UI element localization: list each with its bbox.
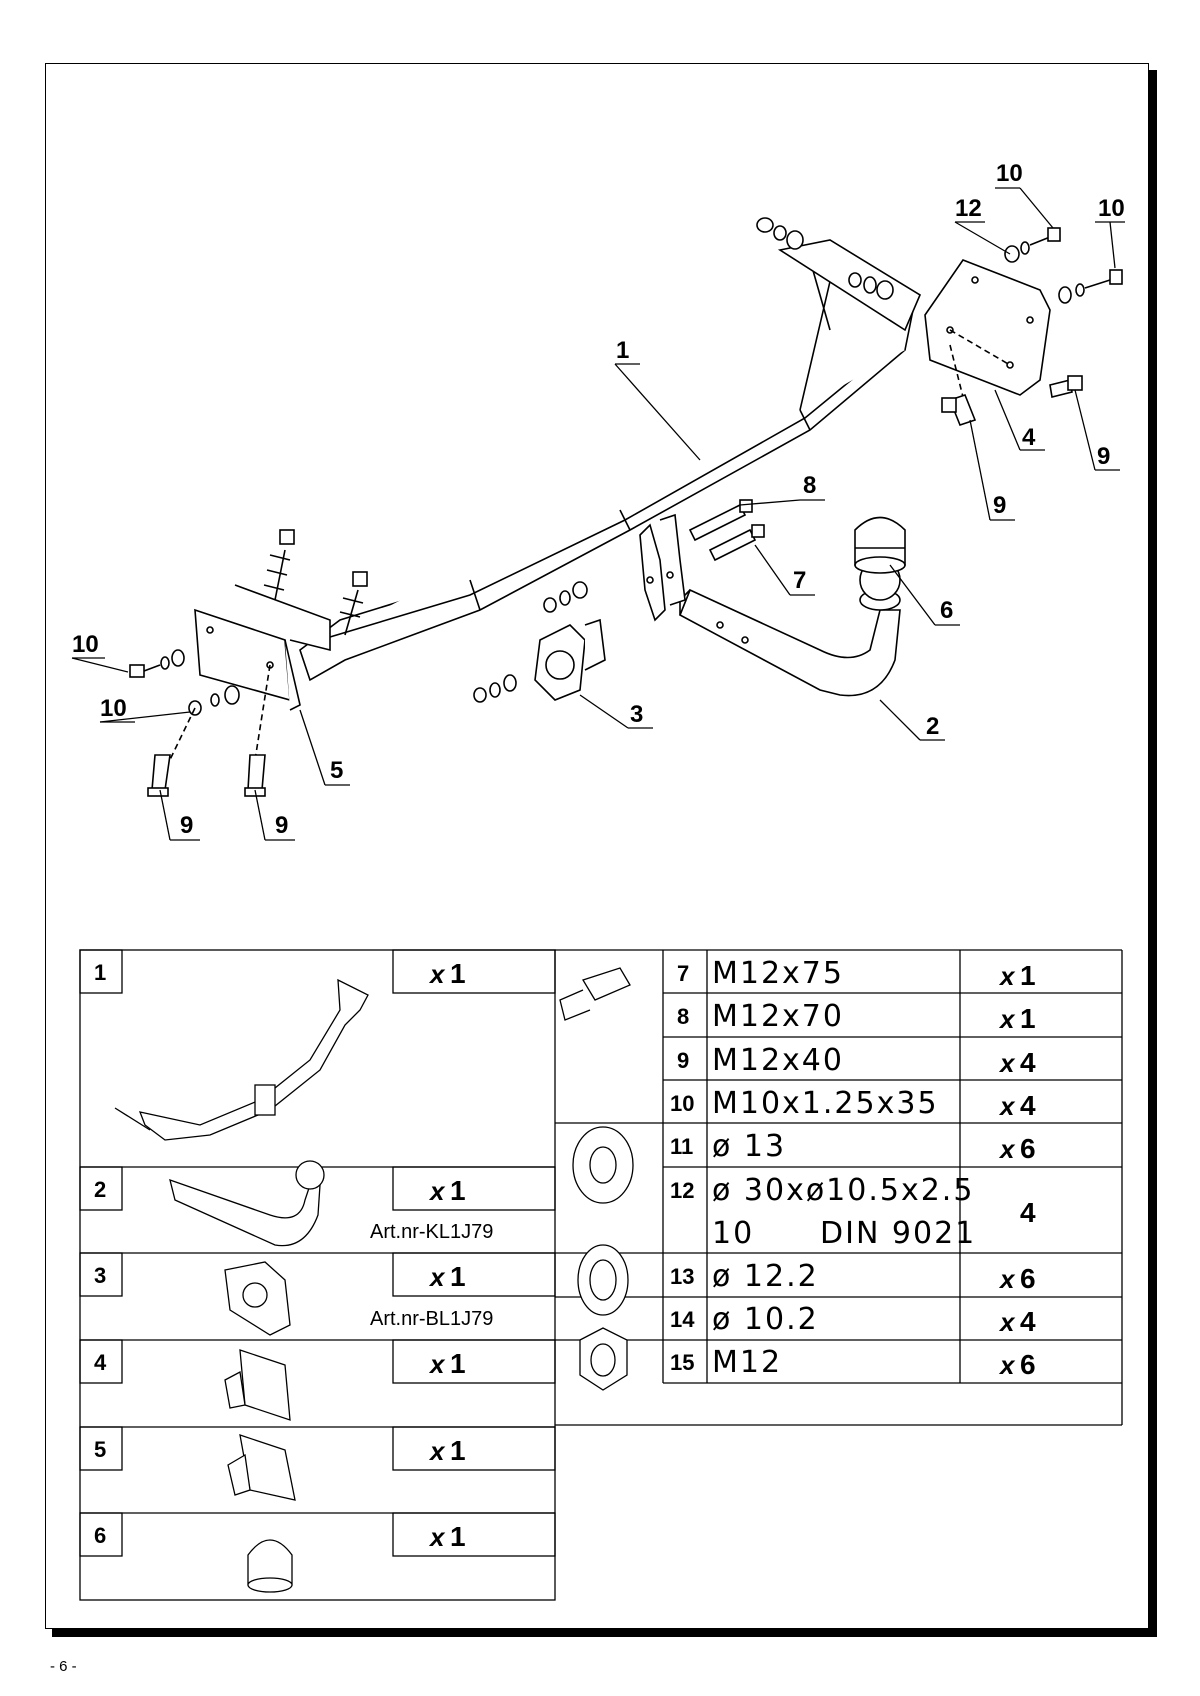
row-14-num: 14: [670, 1307, 695, 1332]
row-2-qty: 1: [450, 1175, 466, 1206]
callout-7: 7: [793, 567, 806, 594]
page-number: - 6 -: [50, 1658, 77, 1675]
row-3-qty: 1: [450, 1261, 466, 1292]
row-7-x: x: [998, 961, 1016, 991]
row-13-spec: ø 12.2: [712, 1259, 819, 1294]
callout-10-d: 10: [1098, 195, 1125, 222]
callout-5: 5: [330, 757, 343, 784]
row-15-x: x: [998, 1350, 1016, 1380]
row-7-qty: 1: [1020, 960, 1036, 991]
row-10-num: 10: [670, 1091, 694, 1116]
row-2-num: 2: [94, 1177, 106, 1202]
row-11-x: x: [998, 1134, 1016, 1164]
row-8-spec: M12x70: [712, 999, 844, 1034]
row-5-qty: 1: [450, 1435, 466, 1466]
row-13-x: x: [998, 1264, 1016, 1294]
ball-cover-part-6: [854, 516, 906, 574]
right-hardware: [473, 217, 1123, 703]
row-13-num: 13: [670, 1264, 694, 1289]
row-14-x: x: [998, 1307, 1016, 1337]
callout-9-d: 9: [275, 812, 288, 839]
row-4-num: 4: [94, 1350, 107, 1375]
row-3-x: x: [428, 1262, 446, 1292]
leader-lines: [71, 187, 1125, 841]
row-9-qty: 4: [1020, 1047, 1036, 1078]
row-15-qty: 6: [1020, 1349, 1036, 1380]
row-8-num: 8: [677, 1004, 689, 1029]
parts-table: [79, 949, 1123, 1601]
row-10-qty: 4: [1020, 1090, 1036, 1121]
callout-6: 6: [940, 597, 953, 624]
row-6-num: 6: [94, 1523, 106, 1548]
row-9-num: 9: [677, 1048, 689, 1073]
socket-plate-part-3: [534, 618, 606, 701]
row-12-num: 12: [670, 1178, 694, 1203]
callout-10-a: 10: [72, 631, 99, 658]
row-13-qty: 6: [1020, 1263, 1036, 1294]
row-5-x: x: [428, 1436, 446, 1466]
row-2-x: x: [428, 1176, 446, 1206]
row-10-x: x: [998, 1091, 1016, 1121]
row-14-spec: ø 10.2: [712, 1302, 819, 1337]
row-2-art: Art.nr-KL1J79: [370, 1221, 493, 1243]
crossbar-part-1: [299, 239, 922, 682]
row-14-qty: 4: [1020, 1306, 1036, 1337]
callout-8: 8: [803, 472, 816, 499]
row-1-num: 1: [94, 960, 106, 985]
row-4-x: x: [428, 1349, 446, 1379]
row-9-spec: M12x40: [712, 1043, 844, 1078]
table-thumbnails: [114, 967, 634, 1593]
row-1-qty: 1: [450, 958, 466, 989]
row-7-num: 7: [677, 961, 689, 986]
callout-2: 2: [926, 713, 939, 740]
mount-bracket: [639, 513, 686, 622]
callout-9-c: 9: [180, 812, 193, 839]
row-1-x: x: [428, 959, 446, 989]
row-8-qty: 1: [1020, 1003, 1036, 1034]
row-9-x: x: [998, 1048, 1016, 1078]
row-10-spec: M10x1.25x35: [712, 1086, 939, 1121]
ball-arm-part-2: [678, 559, 901, 697]
row-15-spec: M12: [712, 1345, 782, 1380]
bracket-part-5: [194, 584, 331, 711]
callout-10-c: 10: [996, 160, 1023, 187]
callout-12: 12: [955, 195, 982, 222]
row-12-qty: 4: [1020, 1197, 1036, 1228]
row-11-spec: ø 13: [712, 1129, 786, 1164]
row-3-art: Art.nr-BL1J79: [370, 1308, 493, 1330]
row-6-x: x: [428, 1522, 446, 1552]
bolts-7-8: [688, 499, 765, 562]
callout-3: 3: [630, 701, 643, 728]
row-3-num: 3: [94, 1263, 106, 1288]
row-15-num: 15: [670, 1350, 694, 1375]
row-4-qty: 1: [450, 1348, 466, 1379]
left-hardware: [129, 529, 368, 797]
row-12-spec: ø 30xø10.5x2.5: [712, 1173, 974, 1208]
row-6-qty: 1: [450, 1521, 466, 1552]
row-12-spec2-a: 10: [712, 1216, 754, 1251]
callout-9-b: 9: [1097, 443, 1110, 470]
row-11-qty: 6: [1020, 1133, 1036, 1164]
row-12-spec2-b: DIN 9021: [820, 1216, 976, 1251]
callout-10-b: 10: [100, 695, 127, 722]
row-8-x: x: [998, 1004, 1016, 1034]
row-7-spec: M12x75: [712, 956, 844, 991]
row-5-num: 5: [94, 1437, 106, 1462]
callout-9-a: 9: [993, 492, 1006, 519]
callout-4: 4: [1022, 424, 1036, 451]
bracket-part-4: [924, 259, 1051, 396]
row-11-num: 11: [670, 1134, 693, 1159]
callout-1: 1: [616, 337, 629, 364]
